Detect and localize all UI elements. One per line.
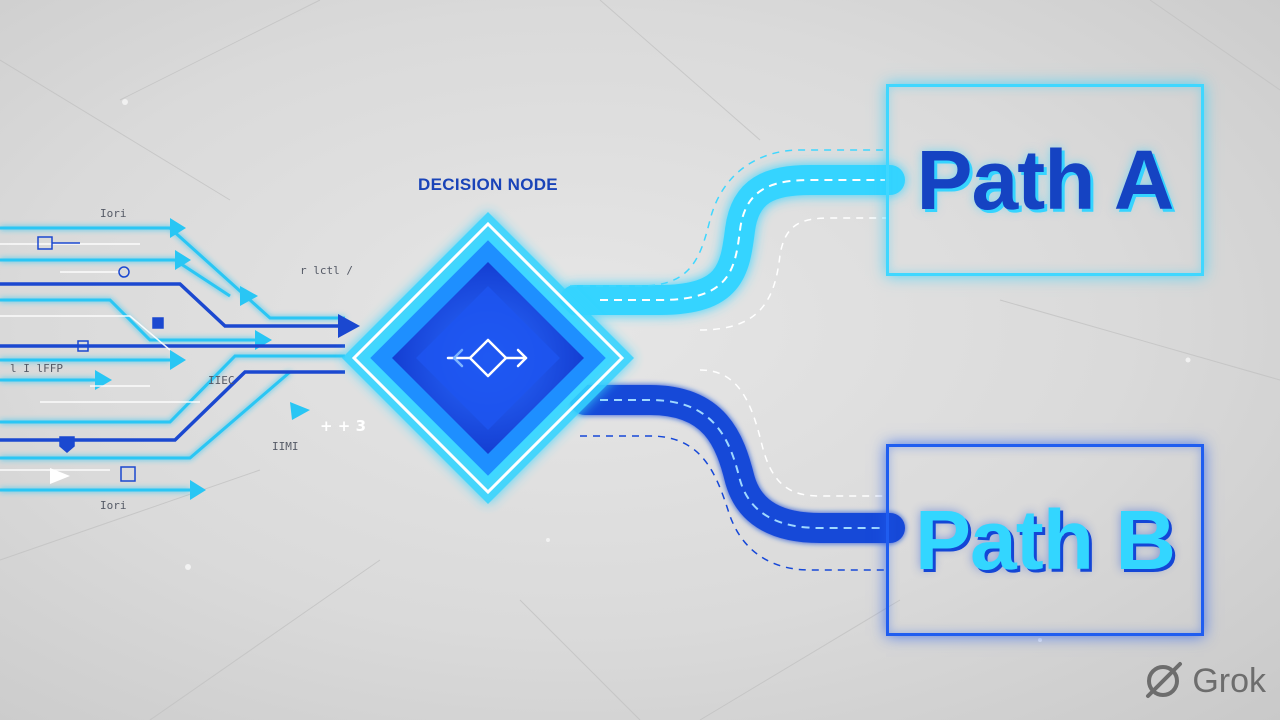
blue-path-inner-dash	[699, 369, 888, 497]
incoming-arrow-1	[0, 226, 345, 320]
cyan-path-inner-dash	[699, 217, 888, 331]
arrowhead-8	[170, 350, 186, 370]
diamond-core	[416, 286, 560, 430]
incoming-blue-arrow-1	[0, 282, 340, 328]
cyan-path-main	[560, 165, 905, 315]
arrowhead-6	[290, 402, 310, 420]
glyph-tiny-a: IIEC	[208, 374, 235, 387]
incoming-arrow-3	[0, 298, 255, 342]
doc-icon	[77, 340, 89, 352]
decision-diamond	[342, 212, 634, 504]
incoming-blue-arrowheads	[338, 314, 360, 338]
arrowhead-1	[170, 218, 186, 238]
branch-icon	[446, 338, 528, 378]
incoming-arrow-2	[0, 258, 231, 298]
cyan-path-center-dash	[600, 179, 885, 301]
node-icon	[118, 266, 130, 278]
incoming-cyan-arrowheads	[95, 218, 310, 500]
glyph-tiny-b: IIMI	[272, 440, 299, 453]
incoming-cyan-arrows	[0, 226, 345, 492]
play-icon	[50, 468, 70, 484]
blue-path-to-b	[570, 369, 905, 571]
arrowhead-2	[175, 250, 191, 270]
watermark: Grok	[1140, 658, 1266, 704]
cyan-path-to-a	[560, 149, 905, 331]
glyph-texts: Iori Iori r lctl / l I lFFP IIEC IIMI	[10, 207, 353, 512]
grok-logo-icon	[1146, 662, 1183, 698]
blue-path-main	[570, 385, 905, 543]
incoming-arrow-6	[0, 370, 291, 460]
blue-arrowhead-1	[338, 314, 360, 338]
incoming-arrow-5	[0, 354, 345, 424]
arrowhead-5	[95, 370, 112, 390]
path-b-box: Path B	[886, 444, 1204, 636]
shield-icon	[59, 436, 75, 453]
left-glyphs	[37, 236, 164, 482]
arrowhead-3	[240, 286, 258, 306]
grid-icon	[120, 466, 136, 482]
square-icon	[152, 317, 164, 329]
blue-path-center-dash	[600, 399, 885, 529]
incoming-blue-arrows	[0, 282, 345, 442]
glyph-top: Iori	[100, 207, 127, 220]
diamond-white-border	[351, 221, 625, 495]
path-b-label: Path B	[914, 492, 1176, 587]
plus-row: + + 3	[320, 417, 366, 435]
decision-node-title: DECISION NODE	[418, 175, 558, 194]
path-a-box: Path A	[886, 84, 1204, 276]
left-play-glyph	[50, 468, 70, 484]
path-a-label: Path A	[916, 132, 1175, 227]
watermark-text: Grok	[1192, 661, 1266, 700]
incoming-blue-arrow-3	[0, 370, 345, 442]
blue-path-outer-dash	[580, 435, 888, 571]
glyph-left-small: l I lFFP	[10, 362, 63, 375]
panel-icon	[37, 236, 53, 250]
arrowhead-7	[190, 480, 206, 500]
glyph-bottom: Iori	[100, 499, 127, 512]
background-nodes	[122, 99, 1191, 642]
glyph-mid-right: r lctl /	[300, 264, 353, 277]
